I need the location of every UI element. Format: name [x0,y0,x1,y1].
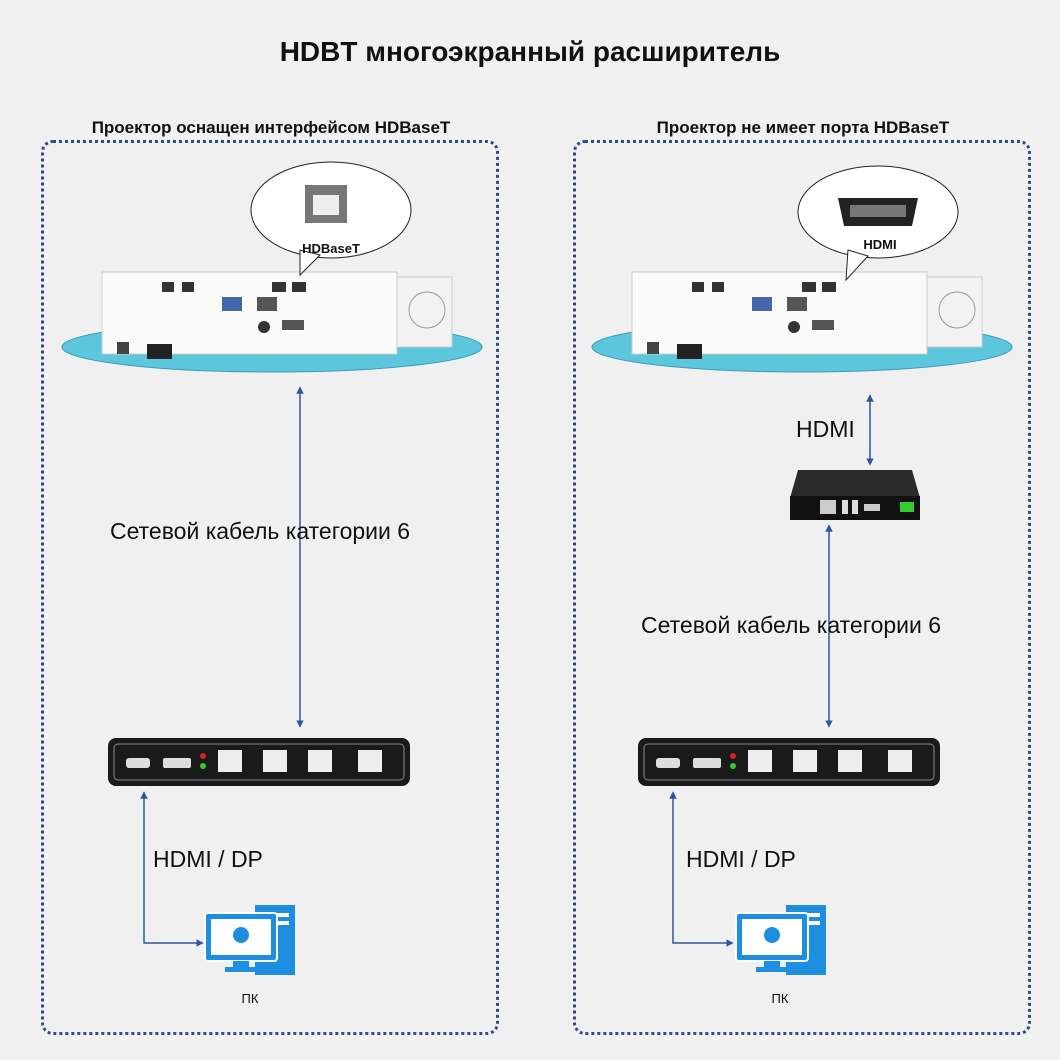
diagram-title: HDBT многоэкранный расширитель [279,36,781,67]
right-callout-label: HDMI [863,237,897,252]
left-input-label: HDMI / DP [153,846,263,872]
right-panel [573,140,1031,1035]
right-heading: Проектор не имеет порта HDBaseT [656,118,950,137]
left-panel [41,140,499,1035]
right-cable-label: Сетевой кабель категории 6 [641,612,942,638]
right-splitter [637,737,941,787]
right-input-arrow [669,791,734,947]
left-heading: Проектор оснащен интерфейсом HDBaseT [91,118,451,137]
left-splitter [107,737,411,787]
left-callout-label: HDBaseT [302,241,360,256]
left-input-arrow [140,791,204,947]
right-projector [591,271,1013,373]
right-input-label: HDMI / DP [686,846,796,872]
right-pc-icon [735,904,827,976]
right-pc-label: ПК [771,991,789,1006]
left-pc-icon [204,904,296,976]
left-projector [61,271,483,373]
left-pc-label: ПК [241,991,259,1006]
left-cable-label: Сетевой кабель категории 6 [110,518,411,544]
hdbt-receiver [790,470,920,520]
right-hdmi-label: HDMI [796,416,855,442]
